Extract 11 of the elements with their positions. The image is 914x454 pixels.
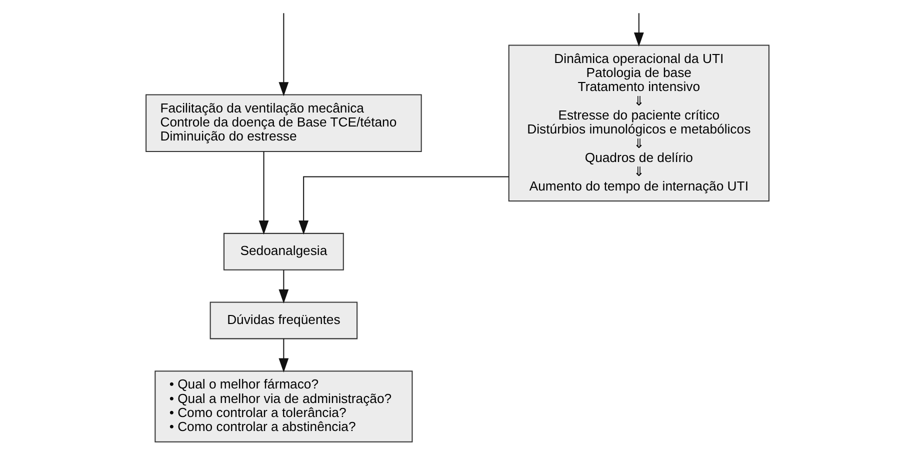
arrow xyxy=(298,176,508,235)
arrow xyxy=(278,338,288,372)
node-box: Dúvidas freqüentes xyxy=(209,302,358,340)
arrow xyxy=(278,13,288,96)
node-box: • Qual o melhor fármaco? • Qual a melhor via de administração? • Como controlar a tolerância? • Como controlar a abstinência? xyxy=(154,370,412,442)
arrow xyxy=(258,152,268,235)
node-box: Sedoanalgesia xyxy=(222,232,344,270)
node-box: Facilitação da ventilação mecânica Controle da doença de Base TCE/tétano Diminuição do estresse xyxy=(145,94,422,152)
node-box: Dinâmica operacional da UTI Patologia de base Tratamento intensivo ⇓ Estresse do paciente crítico Distúrbios imunológicos e metabólicos ⇓ Quadros de delírio ⇓ Aumento do tempo de internação UTI xyxy=(508,44,769,202)
arrow xyxy=(278,270,288,304)
arrow xyxy=(633,13,644,47)
